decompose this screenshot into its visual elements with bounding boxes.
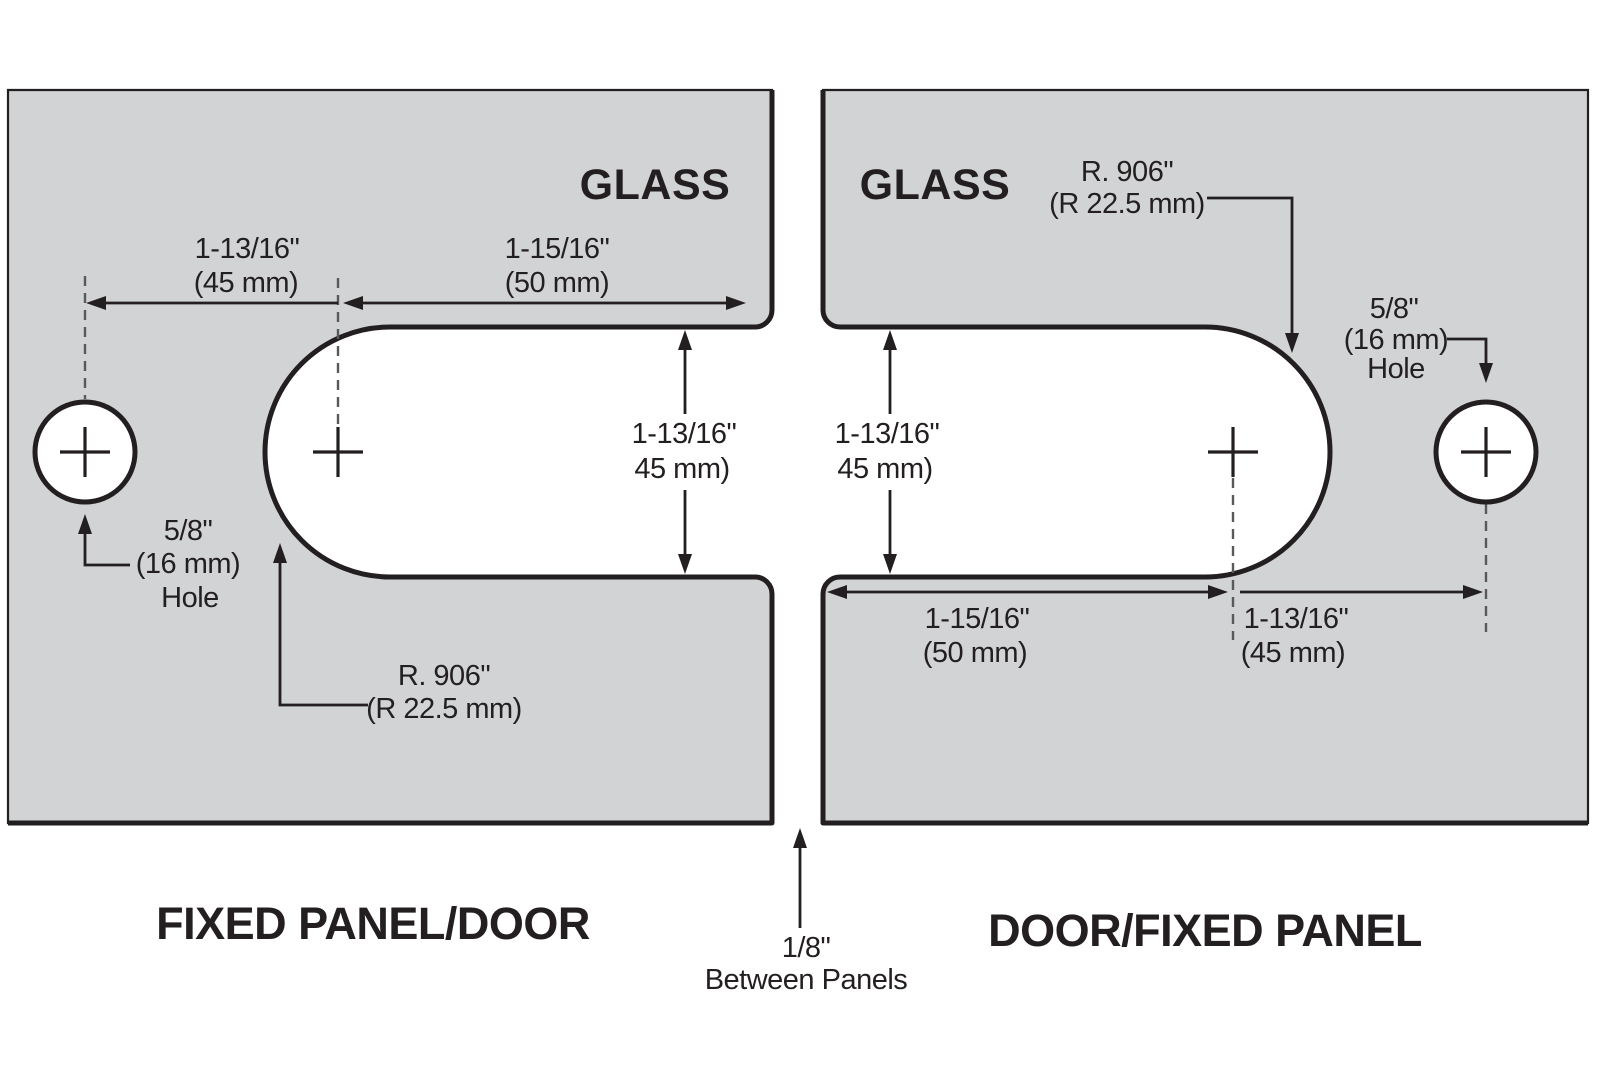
right-hole-leader bbox=[1447, 337, 1488, 365]
left-hole-leader bbox=[83, 532, 130, 567]
arrowhead-left-icon bbox=[343, 296, 363, 310]
left-radius-value: R. 906" bbox=[398, 660, 490, 692]
arrowhead-down-icon bbox=[678, 554, 692, 574]
left-hole-word-label: Hole bbox=[161, 582, 219, 614]
right-hole-word-label: Hole bbox=[1367, 353, 1425, 385]
right-radius-leader bbox=[1207, 196, 1294, 335]
arrowhead-down-icon bbox=[883, 554, 897, 574]
right-dim-45mm-value: 1-13/16" bbox=[1244, 603, 1349, 635]
right-vertical-dim-metric: 45 mm) bbox=[837, 453, 932, 485]
arrowhead-down-icon bbox=[1285, 333, 1299, 353]
right-vertical-dim-value: 1-13/16" bbox=[835, 418, 940, 450]
arrowhead-up-icon bbox=[78, 514, 92, 534]
arrowhead-up-icon bbox=[678, 330, 692, 350]
arrowhead-left-icon bbox=[827, 585, 847, 599]
left-dim-45mm-metric: (45 mm) bbox=[194, 267, 298, 299]
right-panel-title: DOOR/FIXED PANEL bbox=[988, 905, 1422, 956]
arrowhead-left-icon bbox=[86, 296, 106, 310]
left-hole-size-label: 5/8" bbox=[164, 515, 213, 547]
arrowhead-up-icon bbox=[793, 828, 807, 848]
left-hole-metric-label: (16 mm) bbox=[136, 548, 240, 580]
arrowhead-right-icon bbox=[1463, 585, 1483, 599]
right-dim-45mm-metric: (45 mm) bbox=[1241, 637, 1345, 669]
arrowhead-right-icon bbox=[1208, 585, 1228, 599]
left-dim-50mm-value: 1-15/16" bbox=[505, 233, 610, 265]
left-dim-45mm-value: 1-13/16" bbox=[195, 233, 300, 265]
left-vertical-dim-metric: 45 mm) bbox=[634, 453, 729, 485]
arrowhead-down-icon bbox=[1479, 363, 1493, 383]
right-panel-cut-edge bbox=[820, 90, 1588, 826]
left-radius-metric: (R 22.5 mm) bbox=[366, 693, 522, 725]
left-panel-title: FIXED PANEL/DOOR bbox=[156, 898, 590, 949]
left-glass-label: GLASS bbox=[580, 161, 731, 209]
gap-word-label: Between Panels bbox=[705, 964, 908, 996]
arrowhead-up-icon bbox=[273, 543, 287, 563]
right-hole-metric-label: (16 mm) bbox=[1344, 324, 1448, 356]
left-panel-cut-edge bbox=[8, 90, 775, 826]
right-dim-50mm-metric: (50 mm) bbox=[923, 637, 1027, 669]
right-glass-label: GLASS bbox=[860, 161, 1011, 209]
left-radius-leader bbox=[278, 561, 368, 707]
gap-size-label: 1/8" bbox=[782, 932, 831, 964]
right-radius-value: R. 906" bbox=[1081, 156, 1173, 188]
arrowhead-up-icon bbox=[883, 330, 897, 350]
left-dim-50mm-metric: (50 mm) bbox=[505, 267, 609, 299]
arrowhead-right-icon bbox=[726, 296, 746, 310]
left-vertical-dim-value: 1-13/16" bbox=[632, 418, 737, 450]
right-hole-size-label: 5/8" bbox=[1370, 293, 1419, 325]
right-dim-50mm-value: 1-15/16" bbox=[925, 603, 1030, 635]
right-radius-metric: (R 22.5 mm) bbox=[1049, 188, 1205, 220]
